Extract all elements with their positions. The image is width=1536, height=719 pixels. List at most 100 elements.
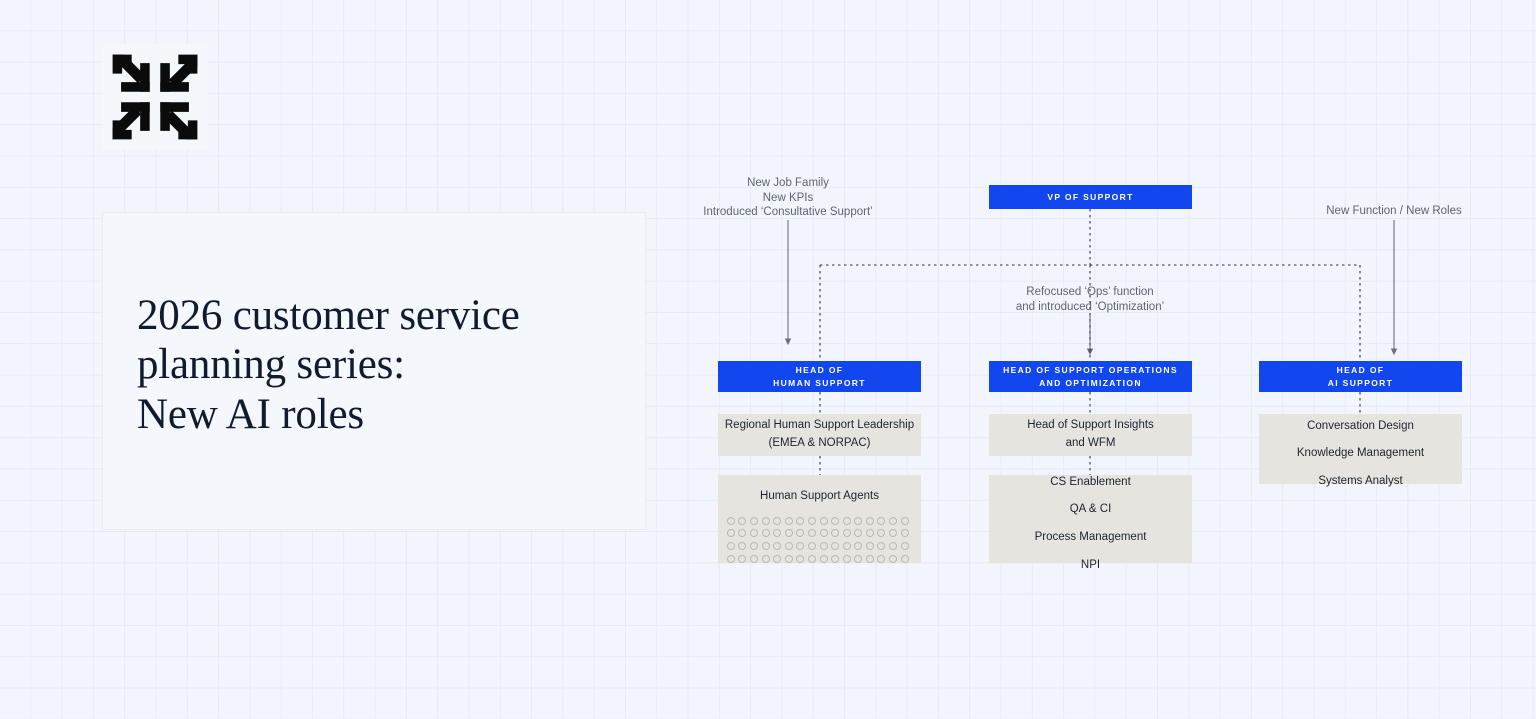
node-head-of-support-insights-and-wfm[interactable]: Head of Support Insights and WFM (989, 414, 1192, 456)
agent-dot (784, 516, 793, 525)
agent-dot (900, 516, 909, 525)
agent-dot (749, 529, 758, 538)
agent-dot (726, 554, 735, 563)
node-label: VP OF SUPPORT (1047, 191, 1134, 202)
agent-dot (854, 554, 863, 563)
agent-dot (831, 529, 840, 538)
agent-dot (726, 516, 735, 525)
agent-dot (819, 529, 828, 538)
agent-dot (865, 516, 874, 525)
node-head-of-ai-support[interactable]: HEAD OF AI SUPPORT (1259, 361, 1462, 392)
title-card: 2026 customer service planning series: N… (102, 212, 646, 530)
agent-dot (784, 529, 793, 538)
agent-dot (854, 542, 863, 550)
agent-dot (807, 554, 816, 563)
agent-dot (761, 516, 770, 525)
agent-dot (831, 554, 840, 563)
agent-dot (889, 516, 898, 525)
agent-dot (749, 516, 758, 525)
agent-dot-grid (726, 515, 913, 565)
agent-dot (726, 529, 735, 538)
agent-dot (726, 542, 735, 550)
agent-dot (900, 554, 909, 563)
agent-dot (842, 516, 851, 525)
agent-dot (761, 554, 770, 563)
agent-dot (842, 529, 851, 538)
node-ops-functions[interactable]: CS Enablement QA & CI Process Management… (989, 475, 1192, 571)
node-label-line: AND OPTIMIZATION (1039, 377, 1142, 388)
agent-dot (831, 516, 840, 525)
node-label-line: and WFM (1065, 437, 1116, 449)
node-label-line: QA & CI (1069, 503, 1112, 516)
node-label-line: HEAD OF (1336, 365, 1385, 376)
agent-dot (854, 529, 863, 538)
agent-dot (738, 516, 747, 525)
agent-dot (865, 529, 874, 538)
node-label-line: AI SUPPORT (1327, 377, 1394, 388)
agent-dot (831, 542, 840, 550)
node-head-of-human-support[interactable]: HEAD OF HUMAN SUPPORT (718, 361, 921, 392)
node-label-line: NPI (1080, 558, 1101, 571)
node-human-support-agents[interactable]: Human Support Agents (718, 475, 921, 563)
node-regional-human-support-leadership[interactable]: Regional Human Support Leadership (EMEA … (718, 414, 921, 456)
agent-dot (784, 542, 793, 550)
agent-dot (807, 542, 816, 550)
agent-dot (773, 529, 782, 538)
agent-dot (877, 554, 886, 563)
agent-dot (877, 516, 886, 525)
agent-dot (749, 554, 758, 563)
agent-dot (819, 542, 828, 550)
agent-dot (796, 554, 805, 563)
agent-dot (749, 542, 758, 550)
agent-dot (889, 529, 898, 538)
brand-logo-card (102, 44, 208, 150)
agent-dot (877, 542, 886, 550)
agent-dot (773, 554, 782, 563)
agent-dot (796, 529, 805, 538)
node-label-line: Human Support Agents (760, 490, 879, 502)
node-head-of-support-operations-and-optimization[interactable]: HEAD OF SUPPORT OPERATIONS AND OPTIMIZAT… (989, 361, 1192, 392)
eight-arrow-burst-logo-icon (112, 54, 198, 140)
agent-dot (807, 516, 816, 525)
node-label-line: HEAD OF SUPPORT OPERATIONS (1003, 365, 1178, 376)
agent-dot (784, 554, 793, 563)
node-vp-of-support[interactable]: VP OF SUPPORT (989, 185, 1192, 209)
agent-dot (796, 516, 805, 525)
node-ai-roles[interactable]: Conversation Design Knowledge Management… (1259, 414, 1462, 487)
agent-dot (819, 516, 828, 525)
annotation-support-operations: Refocused ‘Ops’ function and introduced … (1015, 286, 1165, 313)
node-label-line: (EMEA & NORPAC) (768, 437, 871, 449)
node-label-line: Systems Analyst (1318, 474, 1403, 487)
node-label-line: Conversation Design (1307, 419, 1414, 432)
agent-dot (738, 554, 747, 563)
agent-dot (865, 542, 874, 550)
agent-dot (865, 554, 874, 563)
agent-dot (889, 542, 898, 550)
agent-dot (773, 516, 782, 525)
agent-dot (889, 554, 898, 563)
annotation-ai-support: New Function / New Roles (1326, 205, 1462, 217)
agent-dot (761, 529, 770, 538)
agent-dot (842, 554, 851, 563)
agent-dot (773, 542, 782, 550)
node-label-line: Regional Human Support Leadership (724, 419, 915, 432)
agent-dot (807, 529, 816, 538)
node-label-line: Process Management (1034, 531, 1147, 543)
node-label-line: CS Enablement (1050, 475, 1131, 488)
agent-dot (877, 529, 886, 538)
agent-dot (796, 542, 805, 550)
agent-dot (842, 542, 851, 550)
page-title: 2026 customer service planning series: N… (137, 292, 520, 438)
agent-dot (854, 516, 863, 525)
node-label-line: Head of Support Insights (1027, 419, 1154, 432)
agent-dot (900, 542, 909, 550)
annotation-human-support: New Job Family New KPIs Introduced ‘Cons… (703, 177, 873, 219)
agent-dot (819, 554, 828, 563)
agent-dot (900, 529, 909, 538)
agent-dot (738, 529, 747, 538)
node-label-line: Knowledge Management (1296, 447, 1425, 460)
node-label-line: HUMAN SUPPORT (773, 377, 866, 388)
node-label-line: HEAD OF (795, 365, 844, 376)
agent-dot (761, 542, 770, 550)
